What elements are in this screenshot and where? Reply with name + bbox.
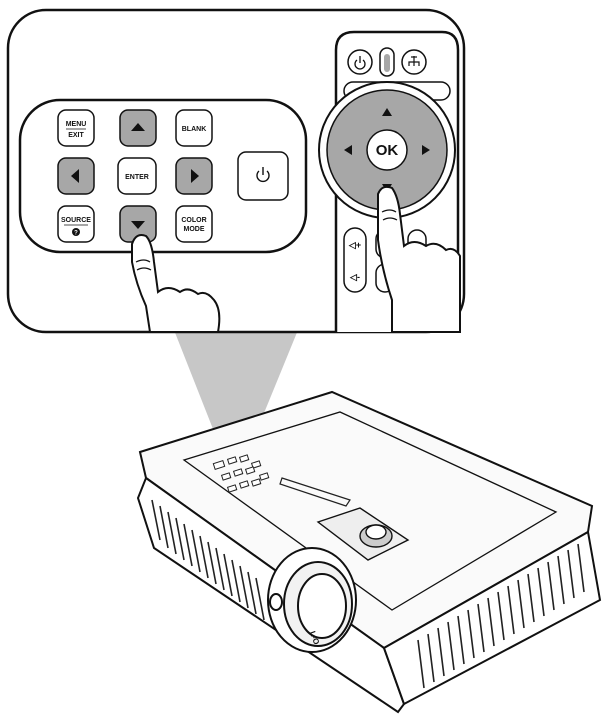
lens — [267, 547, 357, 653]
remote-hand — [377, 185, 461, 333]
top-groove — [279, 477, 351, 507]
dpad-left-icon — [344, 145, 352, 155]
volume-up-label: ◁+ — [348, 240, 361, 250]
remote-power-icon — [354, 56, 366, 70]
keypad-finger-nail — [135, 259, 152, 271]
projector-keypad — [212, 454, 270, 493]
source-label: SOURCE — [61, 217, 91, 224]
lens-mark: L-O — [308, 630, 321, 646]
help-icon-glyph: ? — [74, 231, 78, 237]
power-button[interactable] — [237, 151, 289, 201]
exit-label: EXIT — [68, 132, 84, 139]
menu-label: MENU — [66, 121, 87, 128]
power-icon — [256, 167, 270, 183]
network-icon — [408, 56, 420, 66]
right-arrow-icon — [191, 169, 199, 183]
blank-label: BLANK — [182, 126, 207, 133]
color-label: COLOR — [181, 217, 206, 224]
enter-button[interactable] — [117, 157, 157, 195]
dpad-right-icon — [422, 145, 430, 155]
menu-exit-button[interactable] — [57, 109, 95, 147]
led-indicator — [384, 54, 390, 72]
ok-button[interactable] — [366, 129, 408, 171]
callout-cone — [174, 330, 298, 462]
keypad-hand — [131, 234, 221, 333]
left-arrow-icon — [71, 169, 79, 183]
blank-button[interactable] — [175, 109, 213, 147]
down-arrow-icon — [131, 221, 145, 229]
volume-down-label: ◁- — [349, 272, 360, 282]
mode-label: MODE — [184, 226, 205, 233]
remote-finger-nail — [381, 209, 398, 221]
volume-rocker[interactable] — [343, 227, 367, 293]
side-vent — [417, 543, 585, 689]
zoom-dial — [316, 507, 410, 561]
enter-label: ENTER — [125, 174, 149, 181]
dpad-up-icon — [382, 108, 392, 116]
ok-label: OK — [376, 142, 399, 159]
front-vent — [151, 499, 265, 621]
source-button[interactable] — [57, 205, 95, 243]
color-mode-button[interactable] — [175, 205, 213, 243]
up-arrow-icon — [131, 123, 145, 131]
help-icon — [72, 228, 80, 236]
